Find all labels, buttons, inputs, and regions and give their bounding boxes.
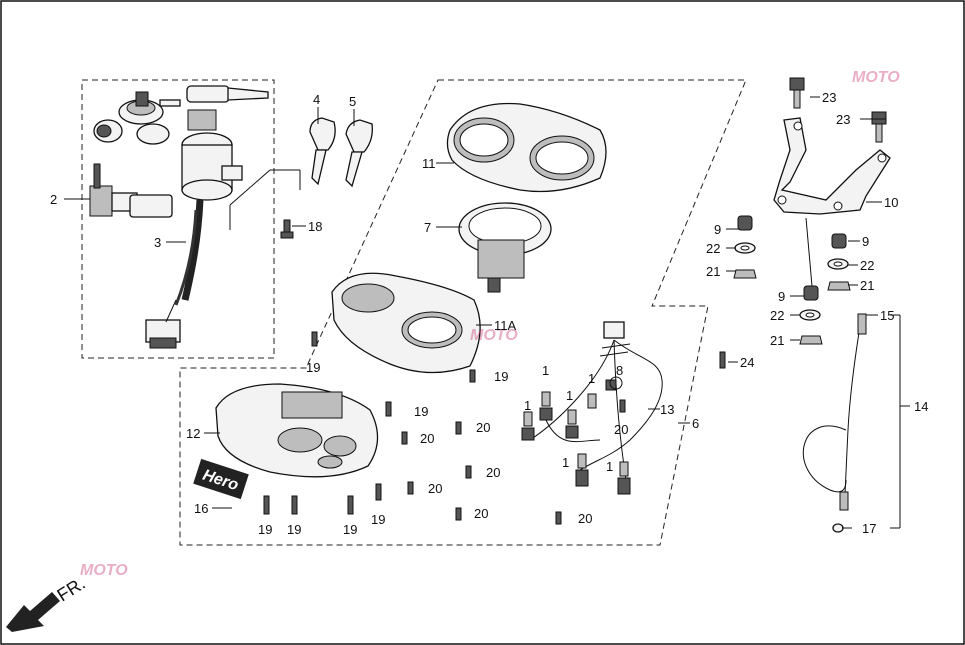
- callout-22b: 22: [770, 308, 784, 323]
- key-4: [309, 117, 336, 186]
- callout-19c: 19: [414, 404, 428, 419]
- callout-23a: 23: [822, 90, 836, 105]
- callout-6: 6: [692, 416, 699, 431]
- watermark-bottom: MOTO: [80, 562, 128, 579]
- callout-10: 10: [884, 195, 898, 210]
- callout-3: 3: [154, 235, 161, 250]
- ignition-switch-assembly: [89, 85, 269, 349]
- bolts-23: [789, 77, 887, 143]
- callout-12: 12: [186, 426, 200, 441]
- callout-15: 15: [880, 308, 894, 323]
- callout-7: 7: [424, 220, 431, 235]
- grommets-washers-nuts: [733, 215, 851, 345]
- callout-1e: 1: [562, 455, 569, 470]
- callout-20d: 20: [428, 481, 442, 496]
- leader-lines: [64, 96, 910, 529]
- callout-20g: 20: [614, 422, 628, 437]
- meter-case-11a: [331, 272, 481, 374]
- callout-1c: 1: [566, 388, 573, 403]
- bulb-sockets: [521, 376, 631, 495]
- callout-20c: 20: [486, 465, 500, 480]
- callout-20e: 20: [474, 506, 488, 521]
- wiring-harness-13: [529, 321, 663, 481]
- callout-20b: 20: [476, 420, 490, 435]
- watermark-top: MOTO: [852, 69, 900, 86]
- callout-18: 18: [308, 219, 322, 234]
- moto-watermarks: MOTO MOTO MOTO: [80, 69, 900, 579]
- callout-5: 5: [349, 94, 356, 109]
- callout-8: 8: [616, 363, 623, 378]
- callout-23b: 23: [836, 112, 850, 127]
- callout-1b: 1: [524, 398, 531, 413]
- meter-visor-11: [446, 102, 607, 193]
- callout-9b: 9: [778, 289, 785, 304]
- callout-numbers: 2 3 4 5 18 11 7 11A 19 19 19 12 20 20 20…: [50, 90, 928, 537]
- callout-1f: 1: [606, 459, 613, 474]
- callout-22c: 22: [860, 258, 874, 273]
- callout-14: 14: [914, 399, 928, 414]
- callout-24: 24: [740, 355, 754, 370]
- callout-17: 17: [862, 521, 876, 536]
- callout-4: 4: [313, 92, 320, 107]
- ignition-group-box: [81, 79, 275, 359]
- callout-19b: 19: [494, 369, 508, 384]
- callout-19g: 19: [371, 512, 385, 527]
- callout-19e: 19: [287, 522, 301, 537]
- callout-20f: 20: [578, 511, 592, 526]
- callout-21a: 21: [706, 264, 720, 279]
- watermark-middle: MOTO: [470, 327, 518, 344]
- callout-16: 16: [194, 501, 208, 516]
- callout-21b: 21: [770, 333, 784, 348]
- callout-2: 2: [50, 192, 57, 207]
- callout-21c: 21: [860, 278, 874, 293]
- speedometer-7: [458, 202, 552, 293]
- meter-group-box: [179, 79, 747, 546]
- screw-18: [280, 219, 294, 239]
- callout-19f: 19: [343, 522, 357, 537]
- callout-1d: 1: [588, 371, 595, 386]
- callout-9a: 9: [714, 222, 721, 237]
- key-5: [345, 119, 373, 188]
- callout-9c: 9: [862, 234, 869, 249]
- callout-19d: 19: [258, 522, 272, 537]
- callout-11: 11: [422, 156, 436, 171]
- speedometer-cable-14: [802, 313, 867, 533]
- callout-20a: 20: [420, 431, 434, 446]
- screws: [263, 331, 726, 525]
- meter-bracket-10: [773, 117, 891, 215]
- callout-11a: 11A: [494, 318, 516, 333]
- callout-19a: 19: [306, 360, 320, 375]
- callout-13: 13: [660, 402, 674, 417]
- callout-1a: 1: [542, 363, 549, 378]
- meter-back-cover-12: [215, 383, 379, 478]
- callout-22a: 22: [706, 241, 720, 256]
